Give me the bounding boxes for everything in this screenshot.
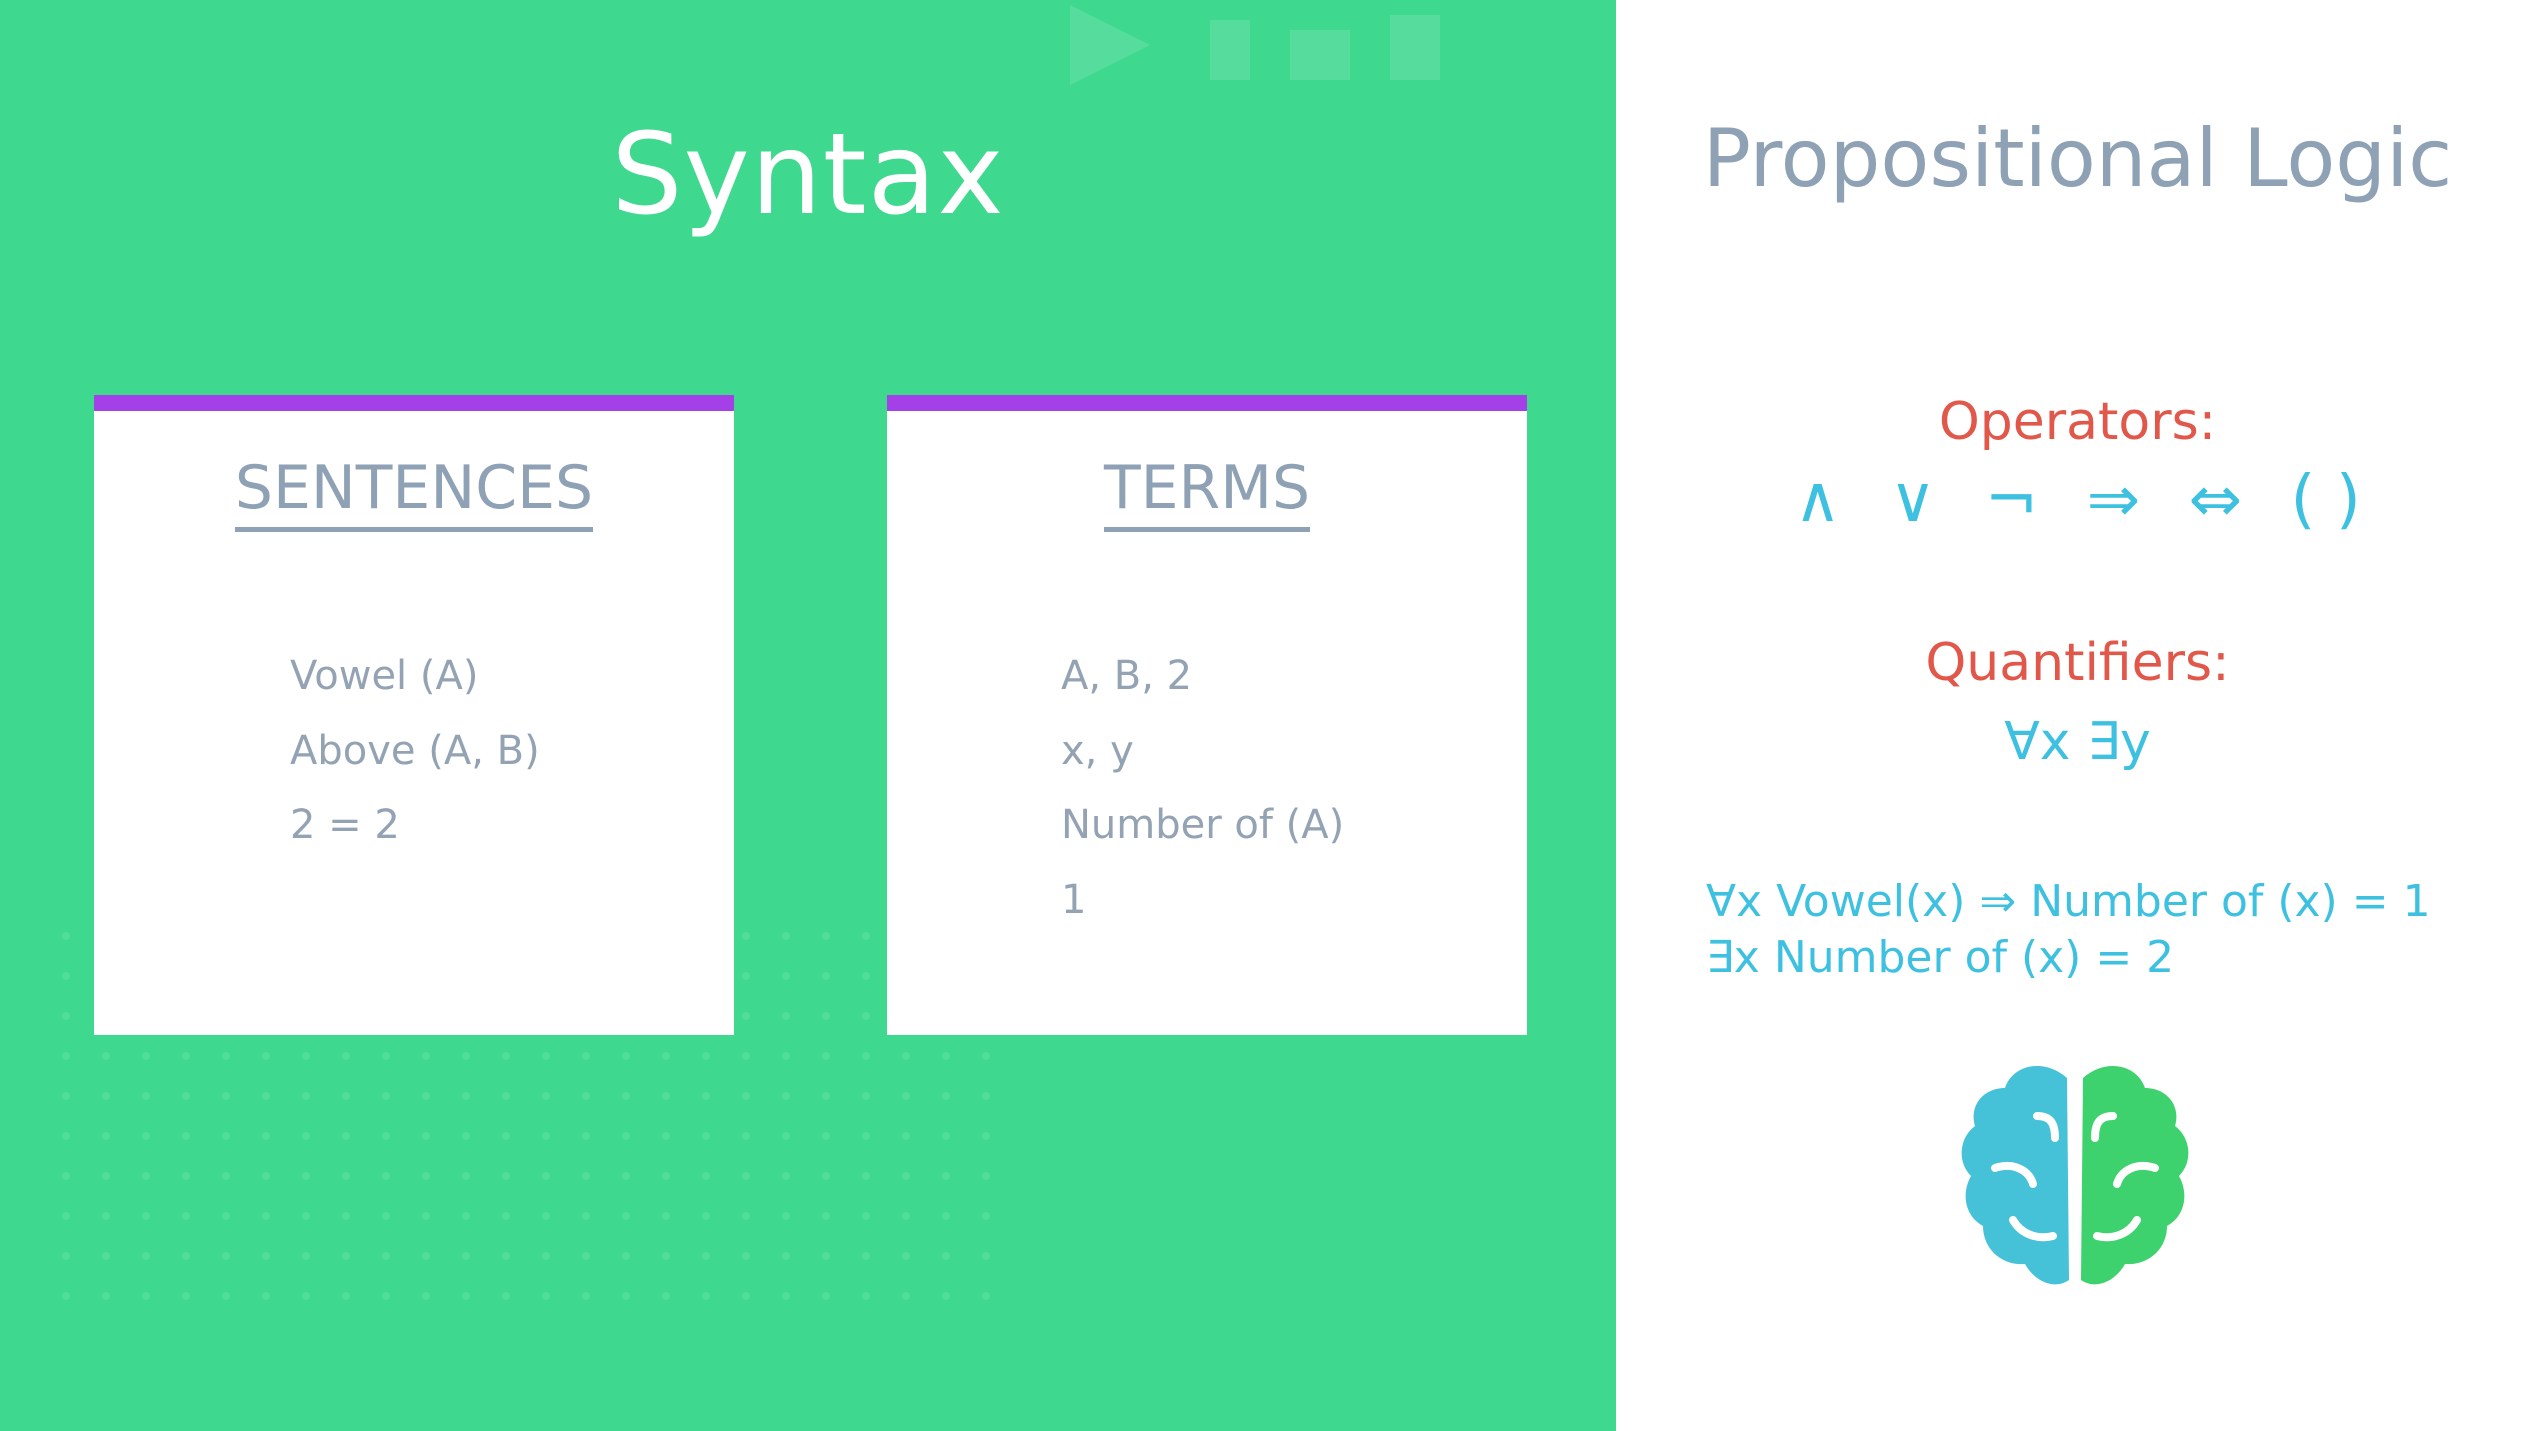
section-title: Propositional Logic: [1702, 112, 2453, 205]
terms-list: A, B, 2 x, y Number of (A) 1: [1061, 639, 1344, 937]
or-operator: ∨: [1889, 463, 1937, 537]
list-item: A, B, 2: [1061, 653, 1193, 699]
formula-line: ∃x Number of (x) = 2: [1706, 932, 2175, 983]
quantifiers-row: ∀x ∃y: [2004, 712, 2151, 772]
dot-grid-decoration: [60, 930, 1010, 1330]
syntax-panel: Syntax SENTENCES Vowel (A) Above (A, B) …: [0, 0, 1616, 1431]
terms-header: TERMS: [887, 453, 1527, 532]
list-item: 2 = 2: [290, 802, 400, 848]
list-item: 1: [1061, 876, 1087, 923]
list-item: Above (A, B): [290, 727, 540, 774]
sentences-header-label: SENTENCES: [234, 454, 594, 532]
logic-panel: Propositional Logic Operators: ∧ ∨ ¬ ⇒ ⇔…: [1616, 0, 2539, 1431]
operators-row: ∧ ∨ ¬ ⇒ ⇔ ( ): [1616, 463, 2539, 537]
sentences-list: Vowel (A) Above (A, B) 2 = 2: [290, 639, 540, 863]
play-logo-icon: [1070, 5, 1440, 85]
page-title: Syntax: [611, 110, 1005, 240]
sentences-header: SENTENCES: [94, 453, 734, 532]
operators-label: Operators:: [1938, 392, 2217, 452]
not-operator: ¬: [1984, 463, 2039, 537]
sentences-card: SENTENCES Vowel (A) Above (A, B) 2 = 2: [94, 395, 734, 1035]
parentheses-operator: ( ): [2290, 463, 2361, 537]
terms-card: TERMS A, B, 2 x, y Number of (A) 1: [887, 395, 1527, 1035]
list-item: x, y: [1061, 727, 1134, 774]
brain-icon: [1961, 1065, 2189, 1285]
formula-line: ∀x Vowel(x) ⇒ Number of (x) = 1: [1706, 876, 2431, 927]
quantifiers-label: Quantifiers:: [1925, 633, 2230, 693]
list-item: Number of (A): [1061, 802, 1345, 848]
terms-header-label: TERMS: [1103, 454, 1311, 532]
iff-operator: ⇔: [2188, 463, 2243, 537]
implies-operator: ⇒: [2086, 463, 2141, 537]
and-operator: ∧: [1794, 463, 1842, 537]
list-item: Vowel (A): [290, 653, 479, 699]
